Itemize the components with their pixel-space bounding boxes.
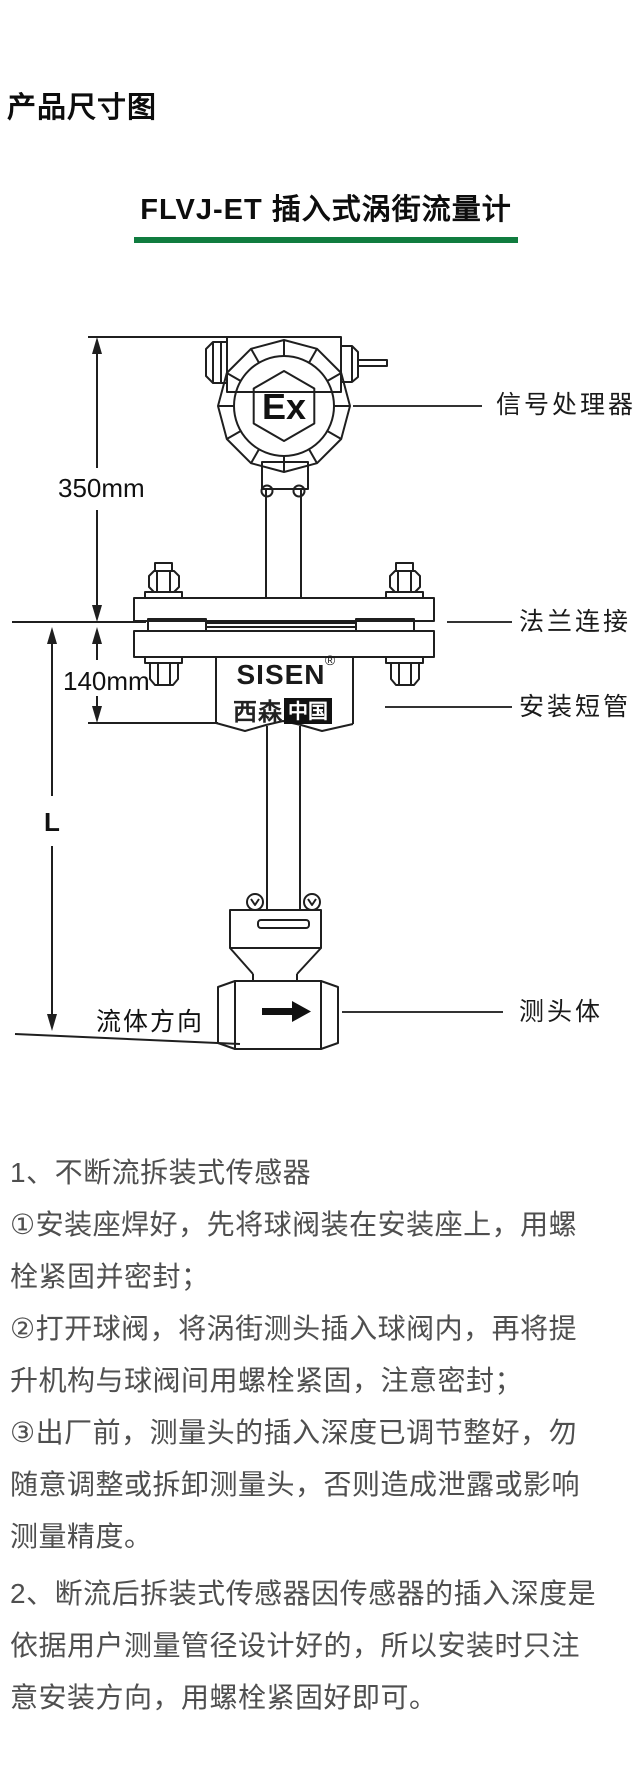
brand-logo: SISEN ® 西森 中国 bbox=[233, 652, 336, 726]
diagram-title-inner: FLVJ-ET 插入式涡街流量计 bbox=[134, 192, 518, 243]
install-notes-section-2: 2、断流后拆装式传感器因传感器的插入深度是 依据用户测量管径设计好的，所以安装时… bbox=[10, 1578, 597, 1713]
flow-direction-label: 流体方向 bbox=[96, 1008, 204, 1036]
dimension-labels: 350mm 140mm L 流体方向 bbox=[44, 473, 204, 1036]
callout-probe-body: 测头体 bbox=[519, 998, 604, 1026]
ex-mark: Ex bbox=[262, 386, 306, 427]
install-notes-section-1: 1、不断流拆装式传感器 ①安装座焊好，先将球阀装在安装座上，用螺 栓紧固并密封；… bbox=[10, 1157, 581, 1552]
dimension-lines bbox=[12, 336, 241, 1045]
callout-signal-processor: 信号处理器 bbox=[496, 391, 637, 419]
page-title: 产品尺寸图 bbox=[7, 92, 158, 124]
flange-assembly bbox=[133, 562, 435, 686]
callout-flange-connection: 法兰连接 bbox=[519, 608, 632, 636]
dim-350mm: 350mm bbox=[58, 473, 145, 503]
diagram-title: FLVJ-ET 插入式涡街流量计 bbox=[140, 194, 512, 226]
callout-leader-lines bbox=[342, 405, 512, 1013]
diagram-title-block: FLVJ-ET 插入式涡街流量计 bbox=[0, 192, 640, 243]
title-green-underline bbox=[134, 237, 518, 243]
dim-L: L bbox=[44, 807, 60, 837]
brand-sub-box bbox=[284, 698, 332, 724]
probe-body bbox=[217, 980, 339, 1050]
flow-arrow-icon bbox=[262, 1001, 311, 1022]
flowmeter-dimension-diagram: 350mm 140mm L 流体方向 Ex bbox=[12, 336, 512, 1050]
brand-sub-outline: 西森 bbox=[233, 699, 283, 726]
transmitter-head: Ex bbox=[205, 336, 388, 597]
brand-sub-boxed: 中国 bbox=[288, 699, 328, 723]
registered-mark: ® bbox=[325, 652, 336, 668]
mounting-pipe: SISEN ® 西森 中国 bbox=[215, 652, 354, 732]
dim-140mm: 140mm bbox=[63, 666, 150, 696]
brand-name: SISEN bbox=[236, 659, 325, 690]
ex-badge: Ex bbox=[252, 370, 316, 442]
callout-mounting-pipe: 安装短管 bbox=[519, 693, 632, 721]
probe-assembly bbox=[217, 726, 339, 1050]
